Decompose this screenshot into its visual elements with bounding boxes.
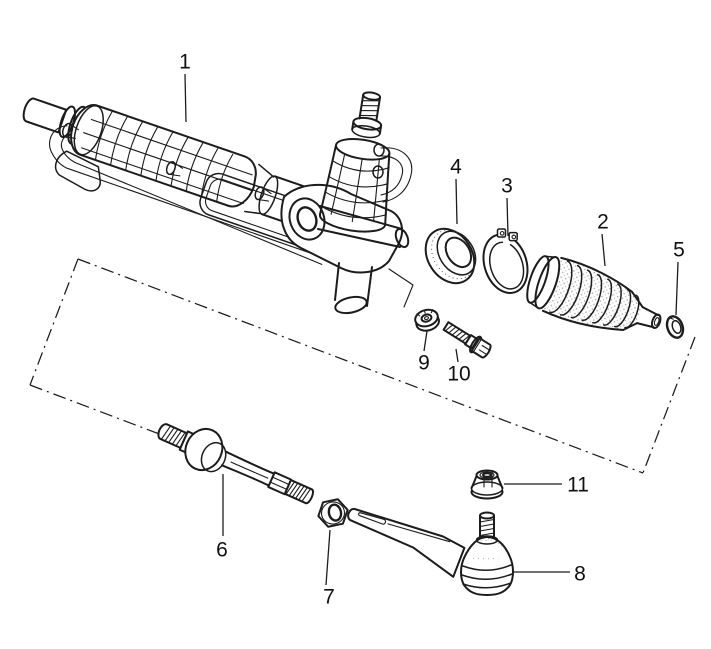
callout-10-label: 10	[447, 363, 470, 386]
part-1-steering-rack	[22, 91, 413, 315]
callout-10-leader	[455, 348, 459, 363]
callout-7-leader	[325, 529, 331, 586]
callout-11-label: 11	[567, 474, 589, 497]
part-2-bellows-boot	[526, 255, 662, 331]
dash-line-axis	[29, 384, 163, 436]
rack-input-shaft	[22, 97, 68, 134]
pipe-ports	[61, 122, 272, 202]
callout-9-leader	[423, 330, 428, 352]
boot-lip	[526, 255, 561, 310]
part-11-flange-nut	[470, 469, 504, 500]
callout-layer: 1 4 3 2 5 9 10 6 7 8 11	[179, 51, 685, 609]
callout-3-leader	[506, 197, 509, 237]
callout-4-label: 4	[450, 156, 462, 179]
tie-rod-hex	[267, 471, 293, 496]
tower-body	[318, 138, 391, 233]
part-10-bolt	[442, 321, 492, 359]
boot-neck	[636, 306, 662, 330]
callout-5-leader	[675, 261, 679, 316]
ball-joint-stud	[479, 511, 495, 538]
bolt-mount-leader	[388, 268, 414, 308]
callout-2-leader	[601, 233, 606, 267]
boot-corrugations	[549, 260, 640, 329]
callout-1-leader	[184, 73, 187, 123]
exploded-region-outline	[29, 258, 696, 474]
callout-6-label: 6	[216, 539, 228, 562]
ball-joint-housing	[460, 535, 514, 596]
callout-4-leader	[455, 178, 458, 225]
callout-5-label: 5	[673, 239, 685, 262]
callout-7-label: 7	[323, 586, 335, 609]
part-7-hex-nut	[317, 498, 349, 528]
dash-line-left	[29, 258, 79, 386]
callout-1-label: 1	[179, 51, 191, 74]
tower-pipes	[372, 143, 413, 203]
part-3-snap-ring	[482, 228, 529, 294]
valve-tower	[318, 91, 391, 233]
part-5-clamp-ring	[665, 315, 685, 339]
tie-rod-threads	[283, 479, 314, 505]
tower-threaded-stub	[358, 91, 382, 123]
callout-9-label: 9	[418, 352, 430, 375]
rack-mounting-lug	[54, 150, 101, 192]
dash-line-top	[77, 258, 644, 474]
tower-collar	[351, 116, 383, 139]
part-6-inner-tie-rod	[157, 423, 314, 505]
part-8-outer-tie-rod	[347, 507, 514, 596]
callout-3-label: 3	[501, 175, 513, 198]
callout-2-label: 2	[597, 211, 609, 234]
rack-ribbed-sleeve	[70, 104, 257, 208]
callout-8-label: 8	[574, 563, 586, 586]
dash-line-right	[642, 336, 696, 474]
part-9-washer-nut	[414, 308, 440, 332]
pinion-housing	[280, 183, 410, 315]
part-4-bushing-ring	[424, 227, 477, 285]
housing-lower-boss	[334, 262, 373, 315]
